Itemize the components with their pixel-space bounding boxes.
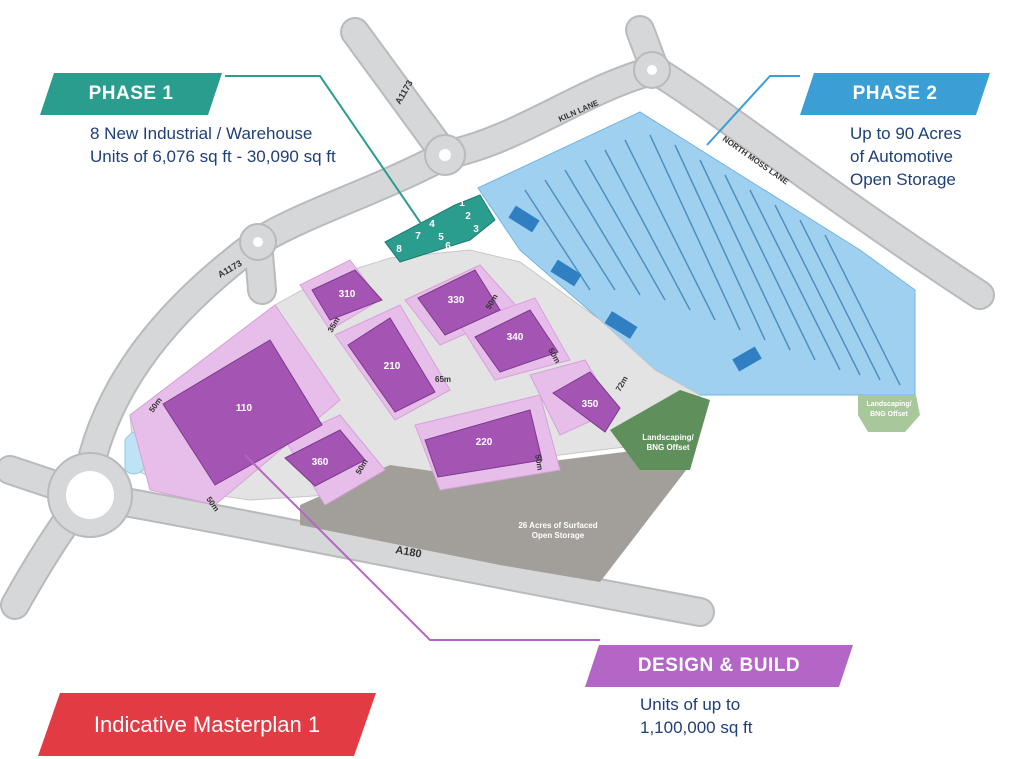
masterplan-title-banner: Indicative Masterplan 1 — [38, 693, 376, 756]
distance-label: 65m — [435, 375, 451, 384]
unit-label-110: 110 — [236, 403, 253, 414]
surfaced-storage-label-1: 26 Acres of Surfaced — [518, 521, 597, 530]
callout-leaders — [225, 75, 800, 641]
building-220 — [424, 409, 543, 478]
phase1-unit-label: 1 — [459, 198, 465, 209]
phase2-storage-area — [477, 111, 916, 396]
unit-label-360: 360 — [312, 457, 329, 468]
phase2-description: Up to 90 Acres of Automotive Open Storag… — [850, 122, 962, 191]
landscaping-1-label-2: BNG Offset — [646, 443, 689, 452]
phase1-unit-label: 3 — [473, 224, 479, 235]
building-310 — [311, 269, 383, 321]
phase1-unit-label: 4 — [429, 219, 435, 230]
unit-labels: 110 210 220 310 330 340 350 360 — [236, 289, 599, 468]
phase1-title: PHASE 1 — [88, 83, 174, 104]
building-340 — [474, 309, 559, 373]
landscaping-2-label-1: Landscaping/ — [866, 401, 911, 408]
phase1-description: 8 New Industrial / Warehouse Units of 6,… — [90, 122, 336, 168]
unit-label-340: 340 — [507, 332, 524, 343]
design-build-line-2: 1,100,000 sq ft — [640, 718, 753, 737]
phase1-line-1: 8 New Industrial / Warehouse — [90, 124, 313, 143]
unit-label-310: 310 — [339, 289, 356, 300]
phase1-title-banner: PHASE 1 — [40, 73, 222, 115]
landscaping-area-2 — [858, 395, 920, 432]
phase1-banner-shape — [40, 73, 222, 115]
footer-banner-shape — [38, 693, 376, 756]
landscaping-2-label-2: BNG Offset — [870, 411, 908, 418]
building-210 — [347, 317, 436, 413]
road-label-a180: A180 — [394, 544, 422, 560]
building-350 — [552, 371, 621, 433]
building-330 — [417, 269, 501, 336]
unit-label-210: 210 — [384, 361, 401, 372]
distance-label: 50m — [533, 454, 545, 471]
landscaping-area-1 — [610, 390, 710, 470]
design-build-line-1: Units of up to — [640, 695, 741, 714]
phase2-title: PHASE 2 — [852, 83, 938, 104]
phase2-banner-shape — [800, 73, 990, 115]
surfaced-storage-area — [300, 450, 690, 582]
road-network — [0, 15, 995, 627]
building-110 — [162, 339, 323, 486]
unit-label-220: 220 — [476, 437, 493, 448]
design-build-title: DESIGN & BUILD — [637, 655, 801, 676]
unit-label-330: 330 — [448, 295, 465, 306]
design-build-description: Units of up to 1,100,000 sq ft — [640, 693, 752, 739]
phase1-units: 1 2 3 4 5 6 7 8 — [384, 194, 496, 263]
surfaced-storage-label-2: Open Storage — [532, 531, 585, 540]
phase1-unit-label: 2 — [465, 211, 471, 222]
design-build-banner-shape — [585, 645, 853, 687]
masterplan-title: Indicative Masterplan 1 — [93, 711, 321, 737]
phase2-line-1: Up to 90 Acres — [850, 124, 962, 143]
phase1-unit-label: 5 — [438, 232, 444, 243]
buildings — [162, 269, 621, 487]
phase1-unit-label: 7 — [415, 231, 421, 242]
phase2-line-2: of Automotive — [850, 147, 954, 166]
landscaping-1-label-1: Landscaping/ — [642, 433, 694, 442]
phase1-unit-label: 6 — [445, 241, 451, 252]
building-360 — [284, 429, 366, 487]
unit-label-350: 350 — [582, 399, 599, 410]
phase1-unit-label: 8 — [396, 244, 402, 255]
phase2-line-3: Open Storage — [850, 170, 956, 189]
phase2-title-banner: PHASE 2 — [800, 73, 990, 115]
phase1-line-2: Units of 6,076 sq ft - 30,090 sq ft — [90, 147, 336, 166]
design-build-title-banner: DESIGN & BUILD — [585, 645, 853, 687]
